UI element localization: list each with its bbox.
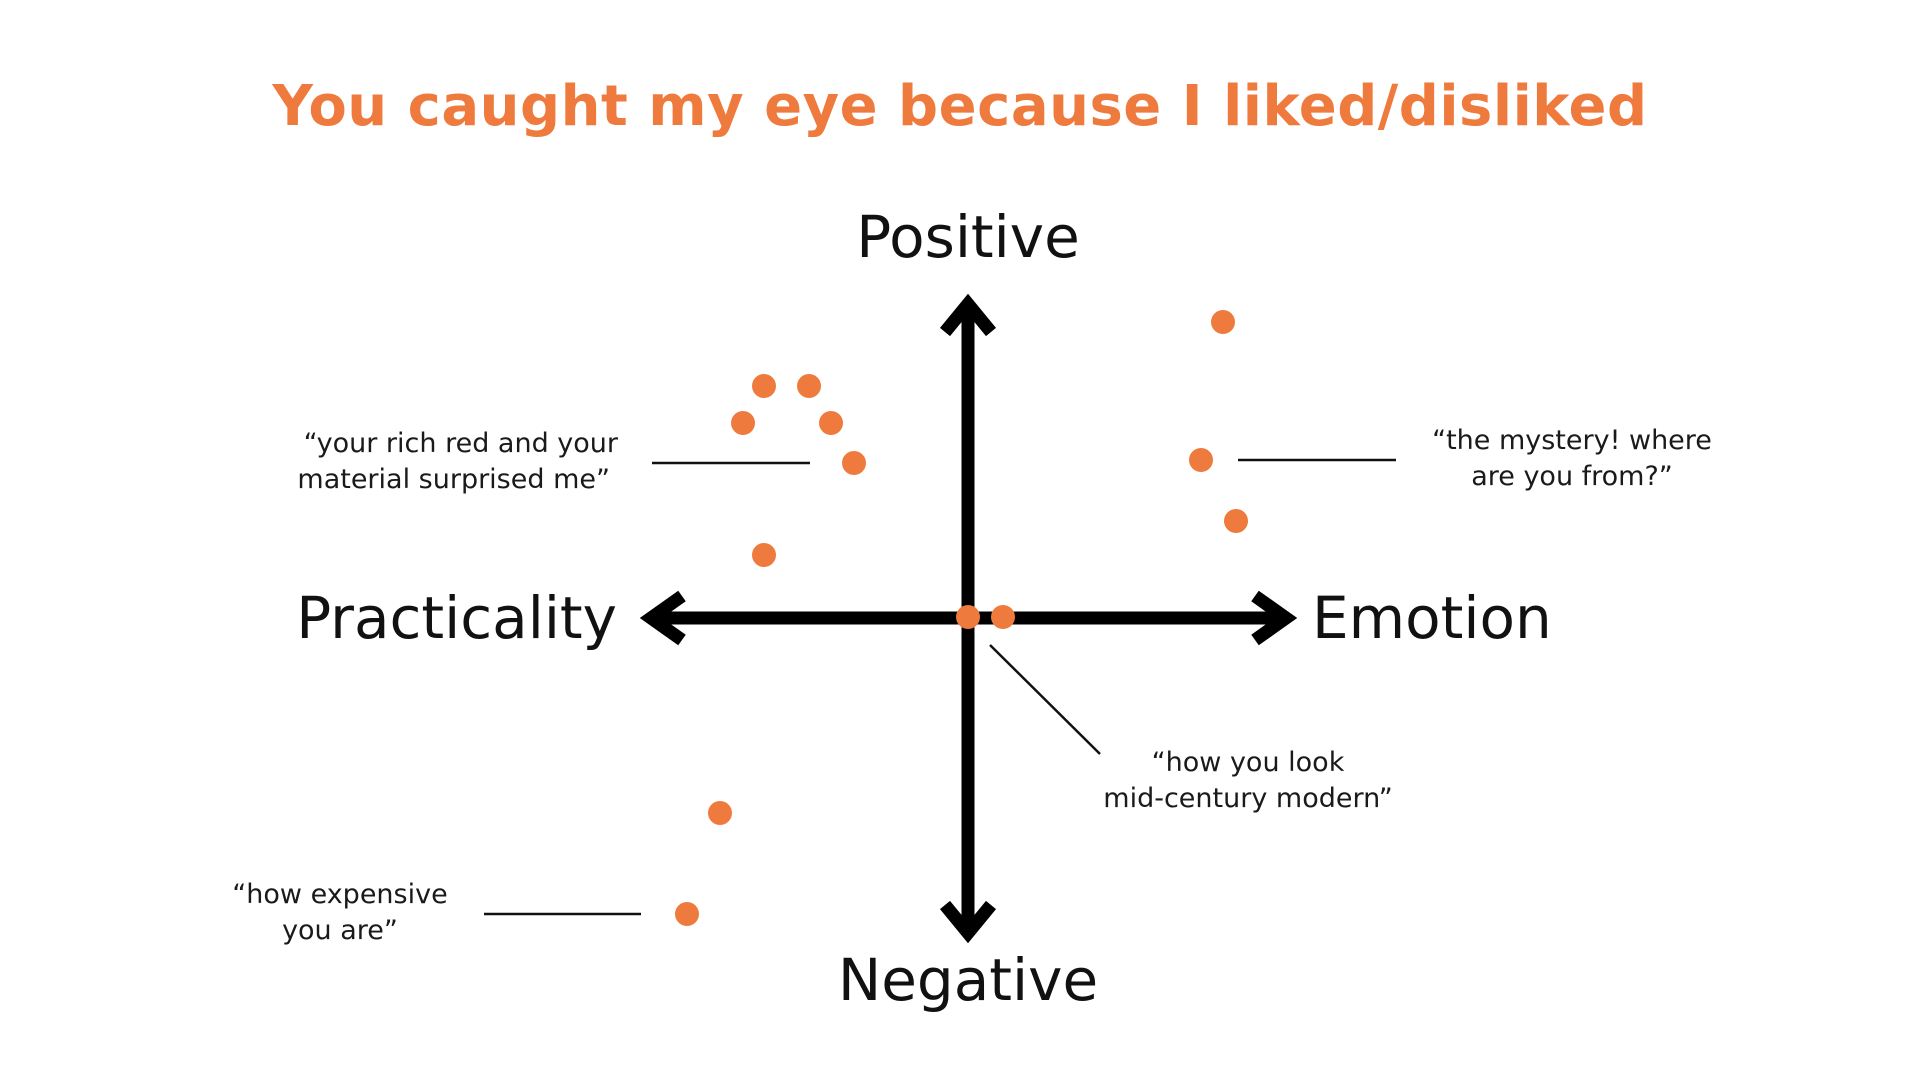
response-dots [675,310,1248,926]
axis-label-top: Positive [856,203,1080,271]
quote-upper-left-line-1: “your rich red and your [304,428,619,459]
quote-upper-left-line-2: material surprised me” [297,464,610,495]
response-dot [1224,509,1248,533]
axis-label-left: Practicality [296,584,617,652]
quote-center-line-1: “how you look [1152,747,1345,778]
response-dot [819,411,843,435]
leader-line-center [989,644,1101,755]
arrow-down-icon [939,900,997,944]
response-dot [708,801,732,825]
leader-lines [484,458,1396,916]
quote-lower-left-line-2: you are” [282,915,398,946]
slide-title: You caught my eye because I liked/dislik… [272,74,1648,139]
arrow-up-icon [939,293,997,337]
response-dot [752,374,776,398]
quote-center-line-2: mid-century modern” [1103,783,1392,814]
axis-label-right: Emotion [1312,584,1552,652]
quote-upper-right-line-2: are you from?” [1471,461,1673,492]
response-dot [991,605,1015,629]
response-dot [1189,448,1213,472]
response-dot [956,605,980,629]
response-dot [752,543,776,567]
response-dot [797,374,821,398]
axis-label-bottom: Negative [838,946,1098,1014]
response-dot [842,451,866,475]
response-dot [731,411,755,435]
quote-lower-left-line-1: “how expensive [232,879,447,910]
response-dot [675,902,699,926]
arrow-left-icon [639,590,686,646]
response-dot [1211,310,1235,334]
quote-upper-right-line-1: “the mystery! where [1432,425,1712,456]
arrow-right-icon [1251,590,1298,646]
